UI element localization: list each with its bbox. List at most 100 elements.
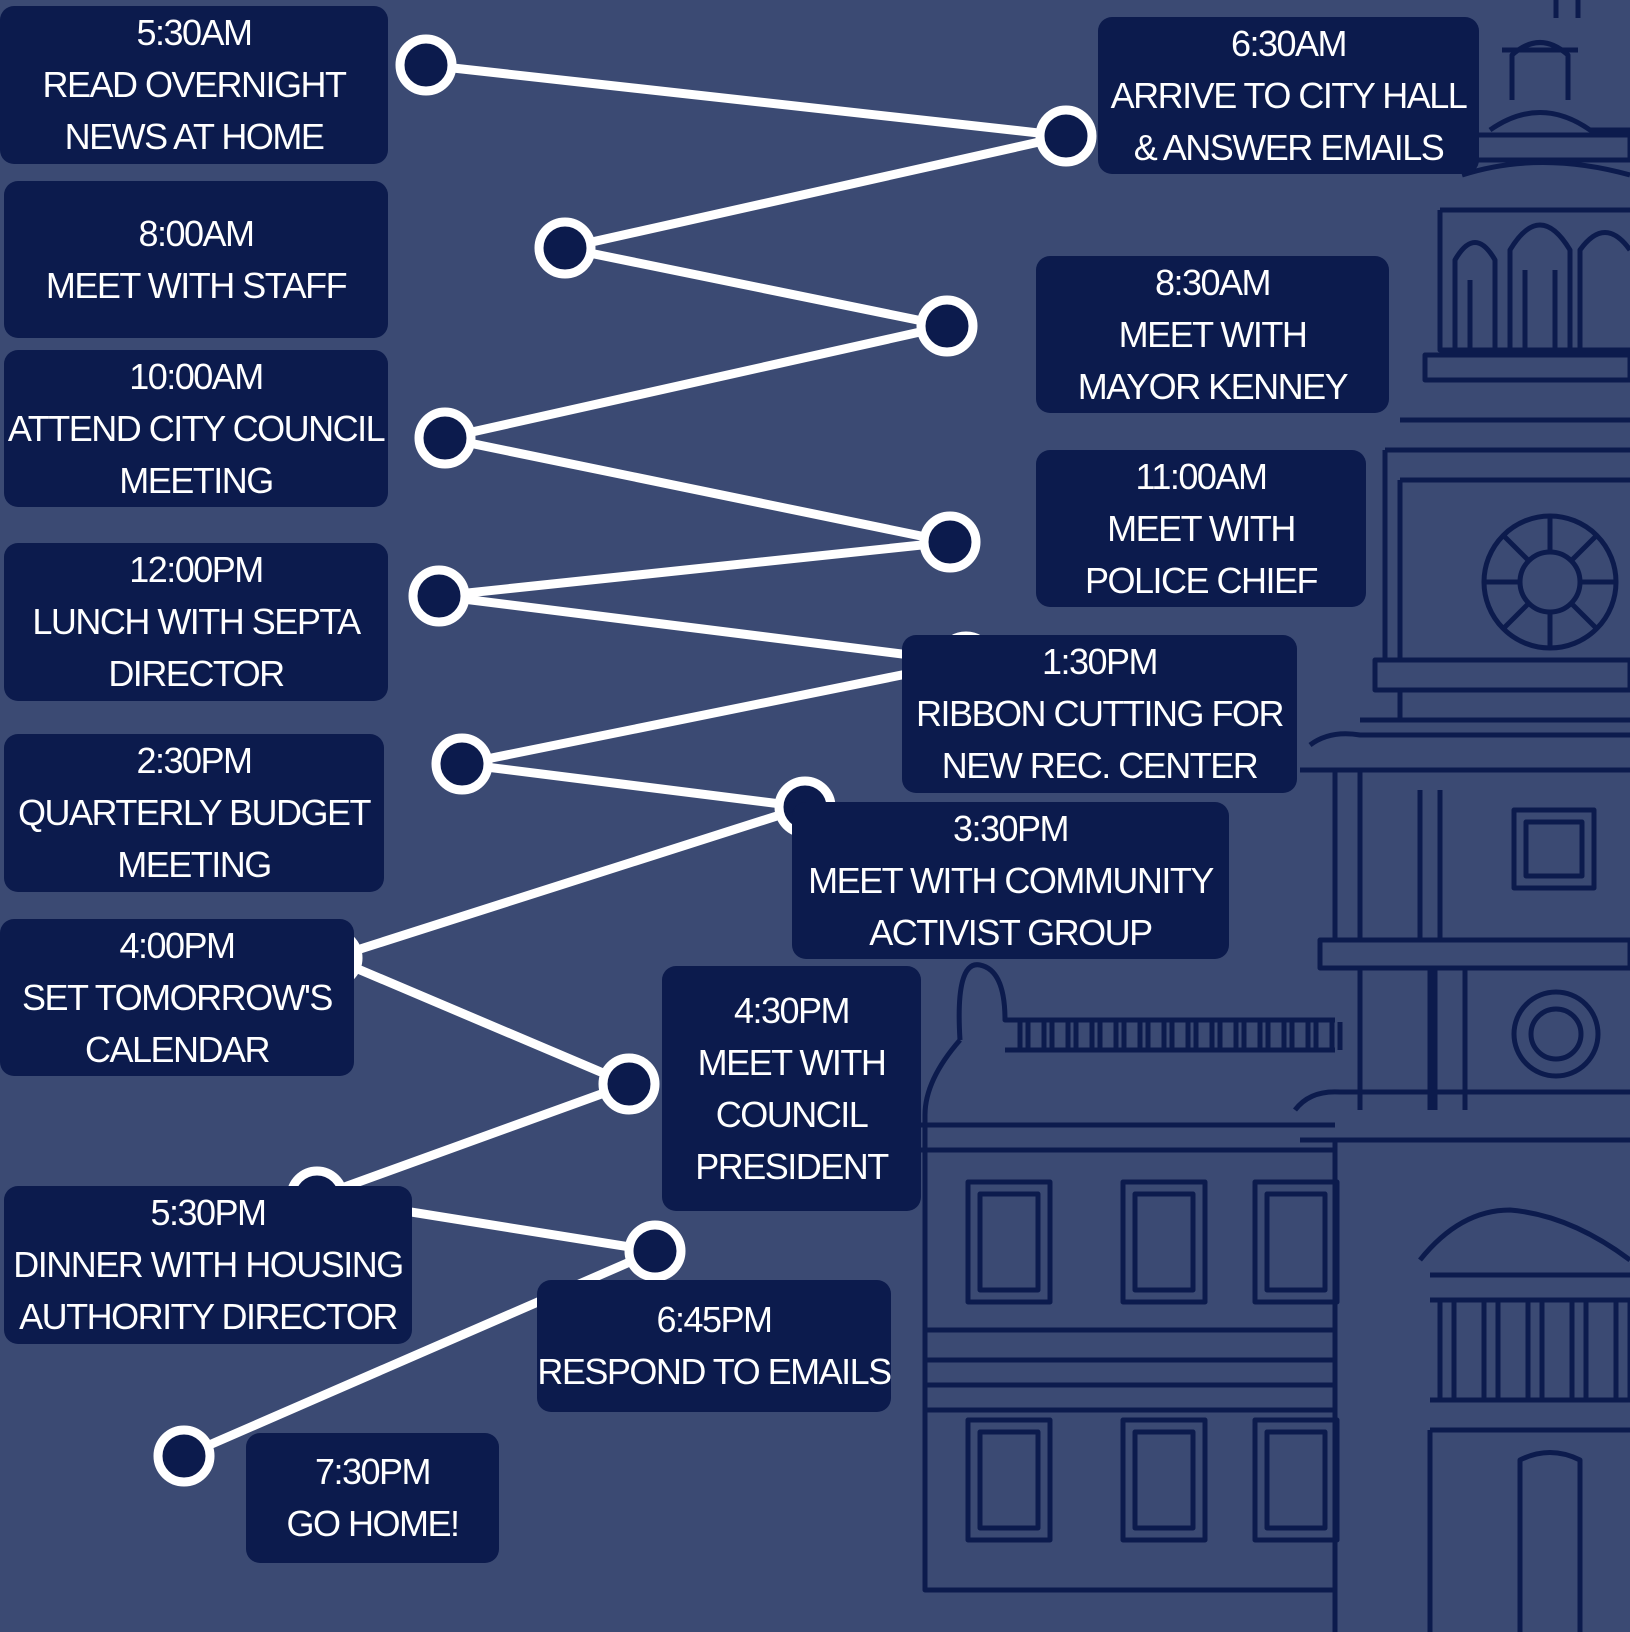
hall-window-inner (977, 1429, 1041, 1531)
schedule-time: 7:30PM (314, 1451, 432, 1492)
belfry-arch (1452, 240, 1498, 350)
schedule-activity-line: MEET WITH STAFF (45, 264, 348, 306)
connector-line (560, 131, 1071, 253)
entrance-column (1569, 1300, 1589, 1400)
hall-window-inner (1132, 1191, 1196, 1293)
schedule-card: 8:00AM MEET WITH STAFF (4, 181, 388, 338)
balustrade-post (1089, 1022, 1103, 1050)
schedule-activity-line: READ OVERNIGHT (42, 64, 347, 105)
schedule-activity-line: GO HOME! (286, 1503, 460, 1544)
connector-line (327, 953, 634, 1089)
schedule-card: 6:45PM RESPOND TO EMAILS (537, 1280, 892, 1412)
tower-oculus-inner (1528, 1006, 1584, 1062)
clock-spoke (1501, 601, 1531, 631)
spire (1553, 0, 1581, 18)
schedule-activity-line: RIBBON CUTTING FOR (916, 693, 1285, 734)
schedule-activity-line: QUARTERLY BUDGET (17, 792, 372, 833)
connector-line (434, 537, 955, 601)
balustrade-post (1137, 1022, 1151, 1050)
timeline-node (153, 1425, 215, 1487)
timeline-node (408, 565, 470, 627)
schedule-activity-line: AUTHORITY DIRECTOR (19, 1296, 398, 1337)
schedule-time: 10:00AM (129, 355, 264, 397)
schedule-activity-line: DIRECTOR (108, 653, 285, 694)
schedule-time: 1:30PM (1041, 641, 1159, 682)
building-part (1430, 1397, 1630, 1433)
schedule-time: 2:30PM (136, 740, 253, 781)
schedule-card: 4:00PM SET TOMORROW'S CALENDAR (0, 919, 354, 1076)
schedule-activity-line: DINNER WITH HOUSING (13, 1244, 404, 1285)
connector-line (457, 657, 971, 769)
building-part (1293, 1089, 1630, 1143)
schedule-activity-line: SET TOMORROW'S (22, 976, 333, 1018)
cupola-top (1509, 40, 1571, 100)
schedule-activity-line: RESPOND TO EMAILS (537, 1351, 892, 1392)
schedule-activity-line: ACTIVIST GROUP (869, 911, 1153, 953)
hall-window-inner (1264, 1429, 1328, 1531)
belfry-arch (1507, 222, 1573, 350)
building-part (1488, 110, 1630, 133)
building-part (925, 1327, 1335, 1413)
schedule-card: 1:30PM RIBBON CUTTING FOR NEW REC. CENTER (902, 635, 1297, 793)
building-part (1357, 968, 1468, 1110)
timeline-node (1035, 105, 1097, 167)
entrance-door (1517, 1450, 1583, 1632)
building-part (920, 1122, 1335, 1153)
clock-spoke (1569, 533, 1599, 563)
schedule-activity-line: MEETING (119, 459, 274, 501)
schedule-time: 3:30PM (952, 807, 1070, 849)
hall-window (965, 1417, 1053, 1543)
balustrade-post (1209, 1022, 1223, 1050)
timeline-node (395, 34, 457, 96)
hall-window-inner (977, 1191, 1041, 1293)
schedule-activity-line: CALENDAR (84, 1028, 271, 1070)
building-part (1317, 937, 1630, 971)
schedule-time: 4:30PM (733, 989, 851, 1031)
schedule-activity-line: MEET WITH (1118, 313, 1308, 355)
schedule-time: 6:45PM (656, 1299, 773, 1340)
building-part (1422, 352, 1630, 383)
schedule-activity-line: NEW REC. CENTER (941, 745, 1259, 786)
balustrade-post (1041, 1022, 1055, 1050)
clock-spoke (1569, 601, 1599, 631)
building-part (1577, 230, 1630, 350)
connector-line (421, 60, 1071, 141)
entrance-column (1437, 1300, 1457, 1400)
balustrade-post (1017, 1022, 1031, 1050)
hall-window (1120, 1179, 1208, 1305)
schedule-activity-line: PRESIDENT (695, 1145, 889, 1187)
clock-spoke (1501, 533, 1531, 563)
schedule-activity-line: POLICE CHIEF (1084, 559, 1319, 601)
schedule-card: 2:30PM QUARTERLY BUDGET MEETING (4, 734, 384, 892)
balustrade-post (1161, 1022, 1175, 1050)
timeline-node (534, 217, 596, 279)
building-part (1372, 657, 1630, 693)
schedule-activity-line: LUNCH WITH SEPTA (32, 601, 361, 642)
entrance-column (1481, 1300, 1501, 1400)
schedule-activity-line: ARRIVE TO CITY HALL (1110, 74, 1468, 116)
schedule-activity-line: MEET WITH (697, 1041, 887, 1083)
schedule-activity-line: MEETING (117, 844, 272, 885)
balustrade-post (1233, 1022, 1247, 1050)
timeline-node (431, 733, 493, 795)
schedule-time: 5:30AM (136, 12, 253, 53)
balustrade-post (1185, 1022, 1199, 1050)
schedule-time: 4:00PM (119, 924, 236, 966)
schedule-time: 8:00AM (138, 212, 255, 254)
connector-line (457, 759, 810, 812)
schedule-time: 6:30AM (1230, 22, 1348, 64)
timeline-node (919, 511, 981, 573)
entrance-pediment (1418, 1207, 1630, 1263)
building-part (1437, 207, 1630, 353)
balustrade-post (1281, 1022, 1295, 1050)
schedule-activity-line: MEET WITH (1107, 507, 1296, 549)
building-part (1461, 160, 1630, 178)
